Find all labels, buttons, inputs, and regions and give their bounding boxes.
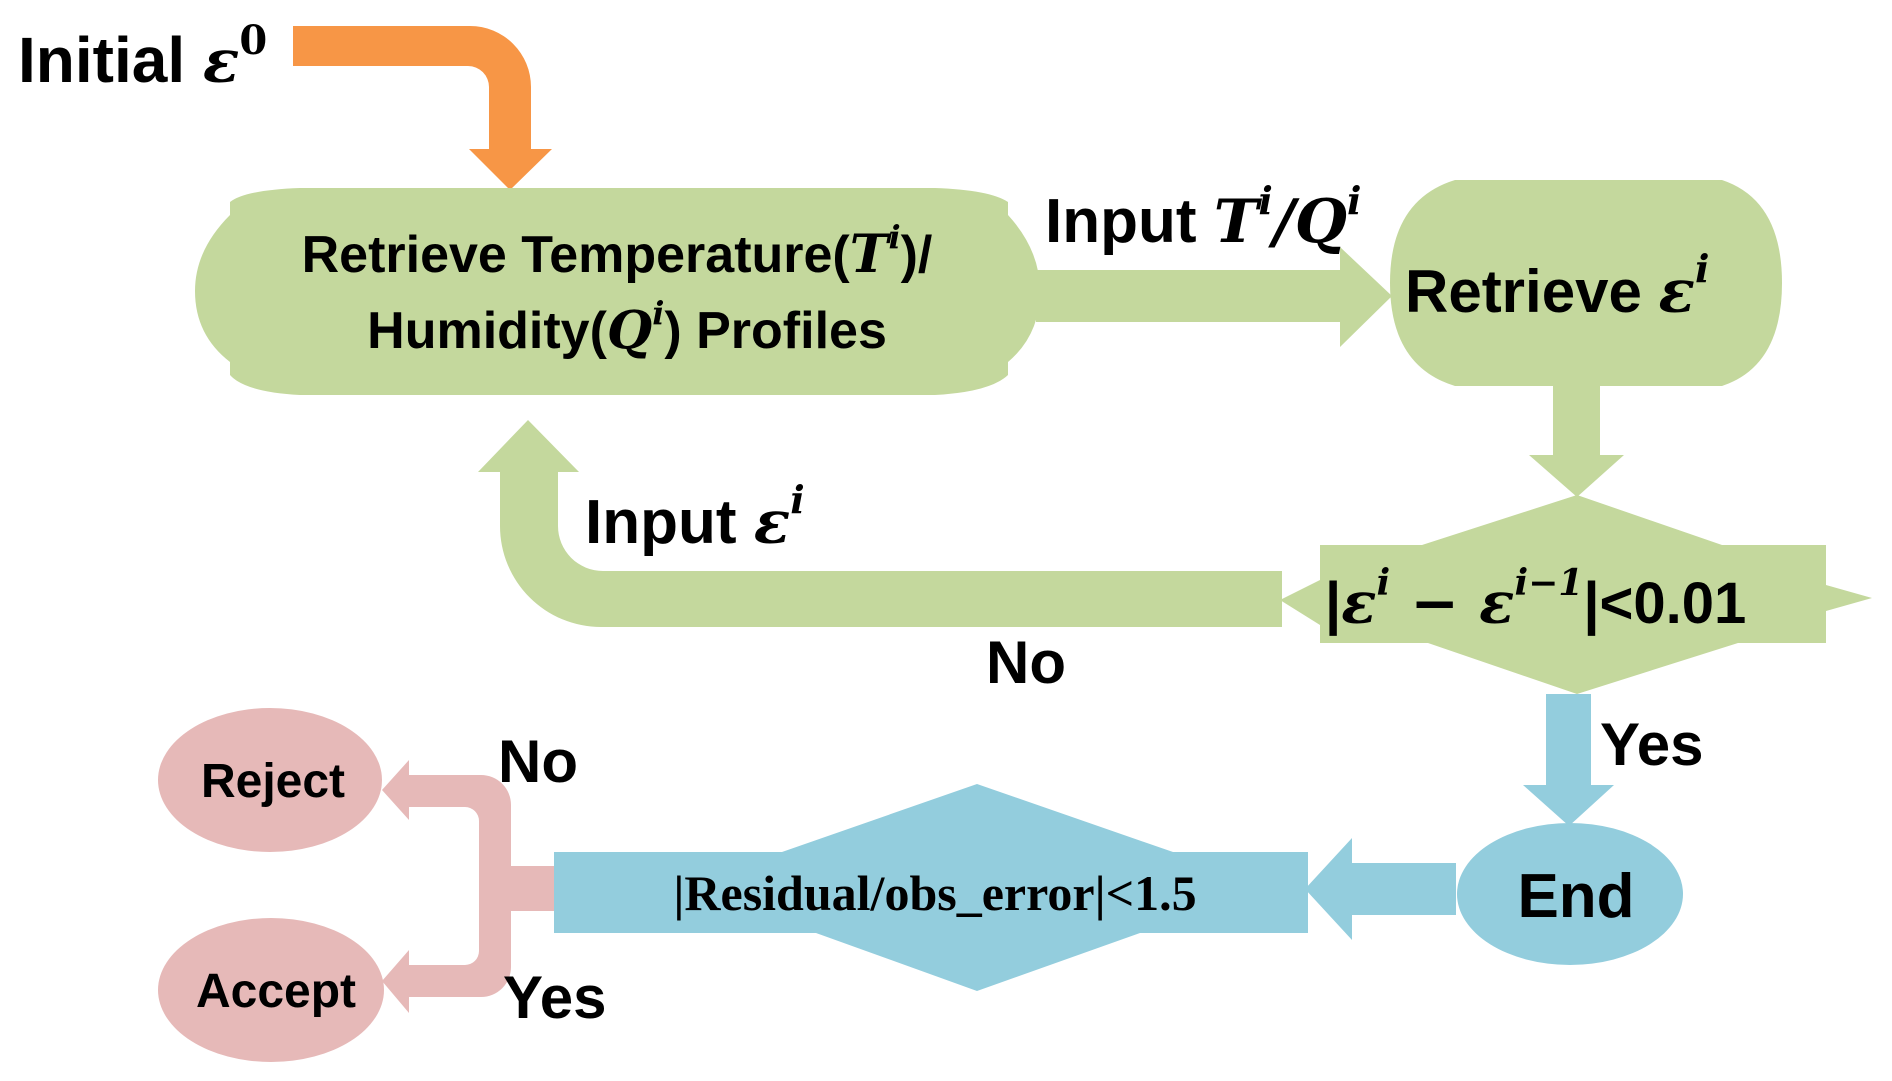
retrieve-profiles-box	[195, 188, 1040, 395]
qc-no-label: No	[498, 728, 578, 795]
qc-yes-label: Yes	[503, 964, 606, 1031]
end-to-qc-arrow	[1305, 838, 1456, 940]
end-node	[1457, 823, 1683, 965]
convergence-check-diamond	[1280, 495, 1872, 694]
check-to-end-arrow	[1523, 694, 1614, 826]
feedback-arrow	[478, 420, 1282, 627]
end-label: End	[1517, 862, 1634, 931]
retrieve-to-check-arrow	[1529, 386, 1624, 497]
qc-check-label: |Residual/obs_error|<1.5	[673, 865, 1196, 921]
qc-branch-connector	[382, 760, 554, 1013]
reject-label: Reject	[201, 755, 345, 808]
initial-arrow	[293, 26, 552, 190]
input-eps-label: Input εi	[585, 477, 805, 558]
initial-label: Initial ε0	[18, 17, 267, 97]
input-tq-arrow	[1036, 247, 1392, 347]
accept-node	[158, 918, 384, 1062]
convergence-check-label: |εi − εi−1|<0.01	[1325, 562, 1746, 637]
retrieve-profiles-line2: Humidity(Qi) Profiles	[367, 294, 887, 361]
input-tq-label: Input Ti/Qi	[1045, 178, 1361, 257]
convergence-no-label: No	[986, 629, 1066, 696]
reject-node	[158, 708, 382, 852]
retrieve-emissivity-label: Retrieve εi	[1405, 246, 1709, 327]
qc-check-diamond	[554, 784, 1308, 991]
convergence-yes-label: Yes	[1600, 711, 1703, 778]
retrieve-emissivity-box	[1390, 180, 1782, 386]
retrieve-profiles-line1: Retrieve Temperature(Ti)/	[302, 218, 933, 285]
accept-label: Accept	[196, 965, 356, 1018]
